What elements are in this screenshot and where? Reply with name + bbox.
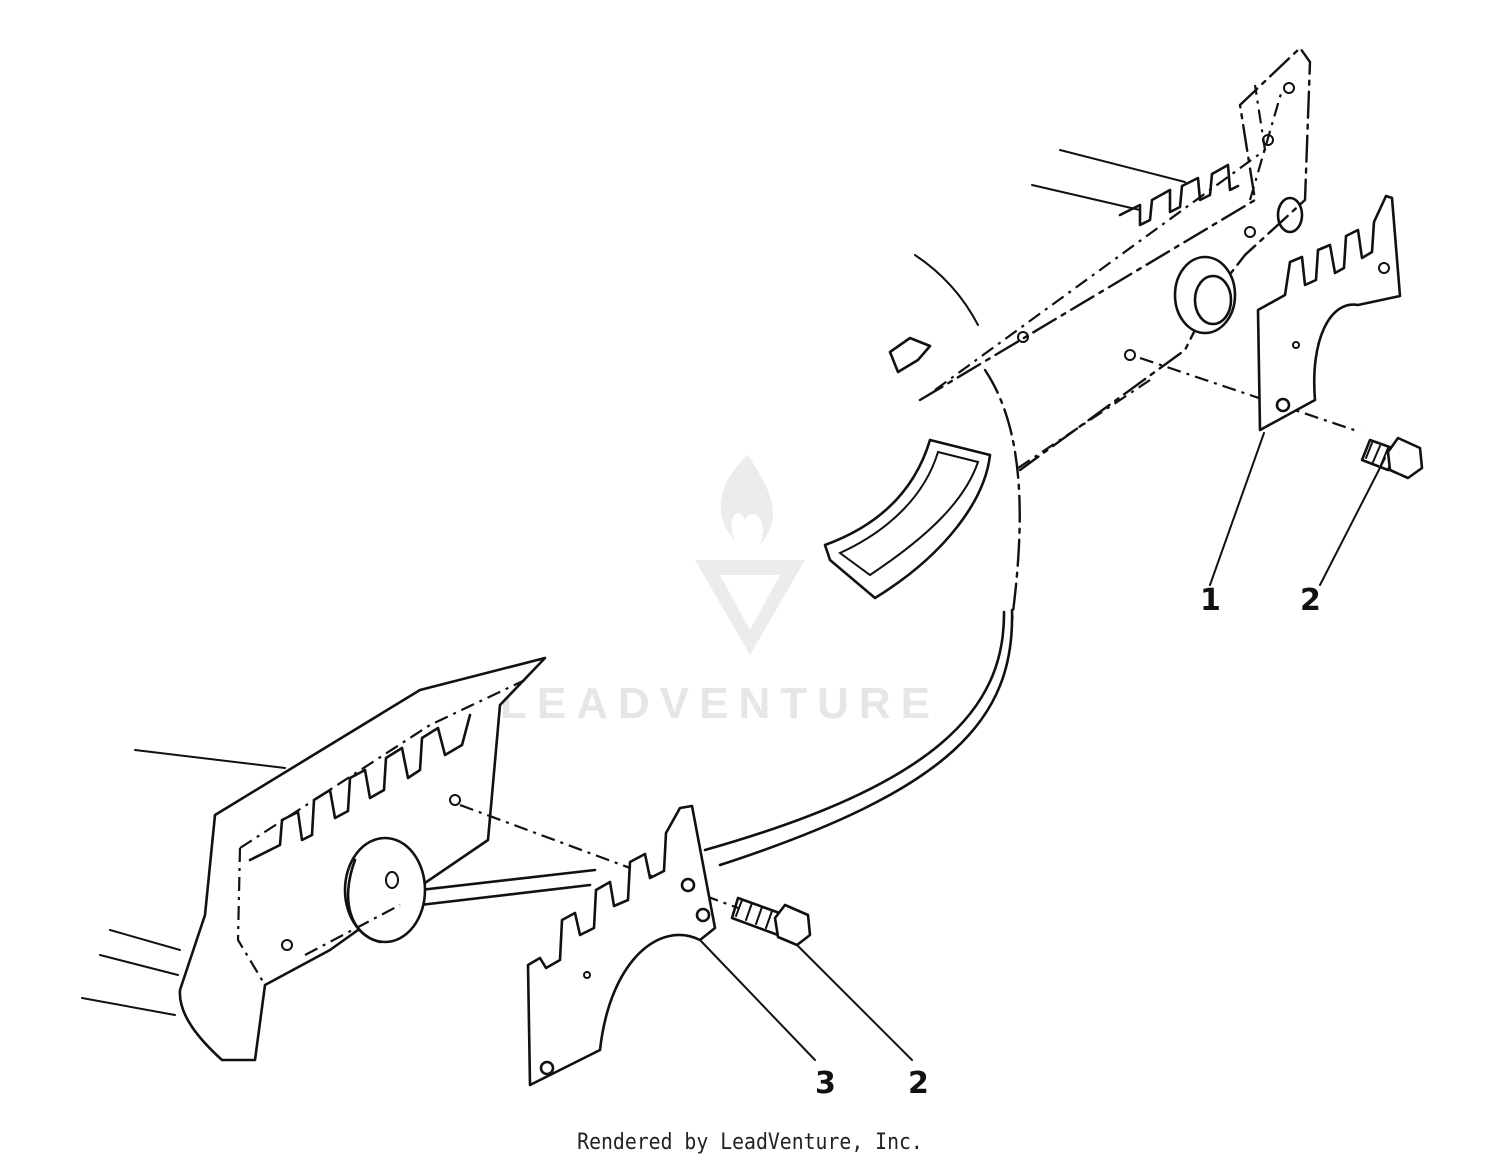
leader-line <box>1319 457 1386 586</box>
plate-hole <box>1262 134 1274 146</box>
handle-and-cable <box>418 368 1021 907</box>
plate-hole <box>1017 331 1029 343</box>
bracket-hole <box>1275 397 1291 413</box>
deck-edge-line <box>99 954 179 976</box>
callout-part-1: 1 <box>1200 583 1221 618</box>
axle-hub <box>343 836 427 944</box>
height-adjust-notches <box>1118 163 1240 227</box>
bolt-upper <box>1360 436 1424 480</box>
watermark: LEADVENTURE <box>500 455 940 728</box>
bolt-shank <box>1360 438 1400 472</box>
plate-hole <box>281 939 293 951</box>
control-cable <box>718 608 1014 867</box>
deck-side-plate-inner <box>239 679 526 849</box>
alignment-line <box>1139 356 1361 434</box>
wheel-height-bracket-lower <box>526 804 717 1087</box>
bracket-hole <box>539 1060 555 1076</box>
wheel-height-bracket-upper <box>1256 194 1402 432</box>
plate-hole <box>1244 226 1256 238</box>
deck-edge-line <box>109 929 181 951</box>
plate-hole <box>1124 349 1136 361</box>
bolt-head <box>773 903 812 947</box>
deck-side-plate <box>918 46 1312 472</box>
callout-part-3: 3 <box>815 1066 836 1101</box>
upper-deck-assembly <box>888 46 1424 586</box>
height-adjust-notches <box>248 713 472 862</box>
control-cable <box>418 868 597 892</box>
watermark-v-icon <box>695 560 805 655</box>
deck-curve-line <box>914 254 979 326</box>
deck-side-plate-inner <box>934 84 1267 391</box>
bracket-hole <box>583 971 591 979</box>
axle-hub-rim <box>346 858 382 944</box>
plate-hole <box>1283 82 1295 94</box>
footer-credit: Rendered by LeadVenture, Inc. <box>577 1130 923 1155</box>
leader-line <box>796 944 913 1061</box>
deck-side-plate-fold <box>236 847 266 986</box>
watermark-flame-icon <box>720 455 773 545</box>
control-cable <box>703 610 1006 852</box>
leader-line <box>699 939 816 1061</box>
axle-bushing-outer <box>1173 255 1237 335</box>
plate-boss <box>1276 196 1304 234</box>
alignment-line <box>304 904 401 956</box>
watermark-text: LEADVENTURE <box>500 679 940 728</box>
grip-pad <box>823 438 992 600</box>
plate-hole <box>449 794 461 806</box>
control-cable <box>418 883 592 907</box>
leader-line <box>1209 432 1265 586</box>
axle-hub-center <box>385 871 399 889</box>
deck-edge-line <box>1031 184 1141 211</box>
bracket-hole <box>1378 262 1390 274</box>
alignment-line <box>459 803 739 910</box>
callout-part-2-upper: 2 <box>1300 583 1321 618</box>
bracket-hole <box>1292 341 1300 349</box>
deck-edge-line <box>134 749 286 769</box>
bolt-lower <box>730 896 812 947</box>
deck-rear-edge <box>983 368 1021 622</box>
callout-part-2-lower: 2 <box>908 1066 929 1101</box>
bracket-hole <box>695 907 711 923</box>
bolt-thread <box>735 899 773 929</box>
deck-edge-line <box>81 997 176 1016</box>
deck-tab <box>888 336 932 374</box>
deck-side-plate-fold <box>1248 89 1284 201</box>
bolt-head <box>1386 436 1424 480</box>
lower-deck-assembly <box>81 656 913 1087</box>
alignment-line <box>1017 379 1151 469</box>
deck-edge-line <box>1059 149 1186 183</box>
axle-bushing-inner <box>1193 274 1233 326</box>
bracket-hole <box>680 877 696 893</box>
grip-pad-inner <box>838 450 980 577</box>
